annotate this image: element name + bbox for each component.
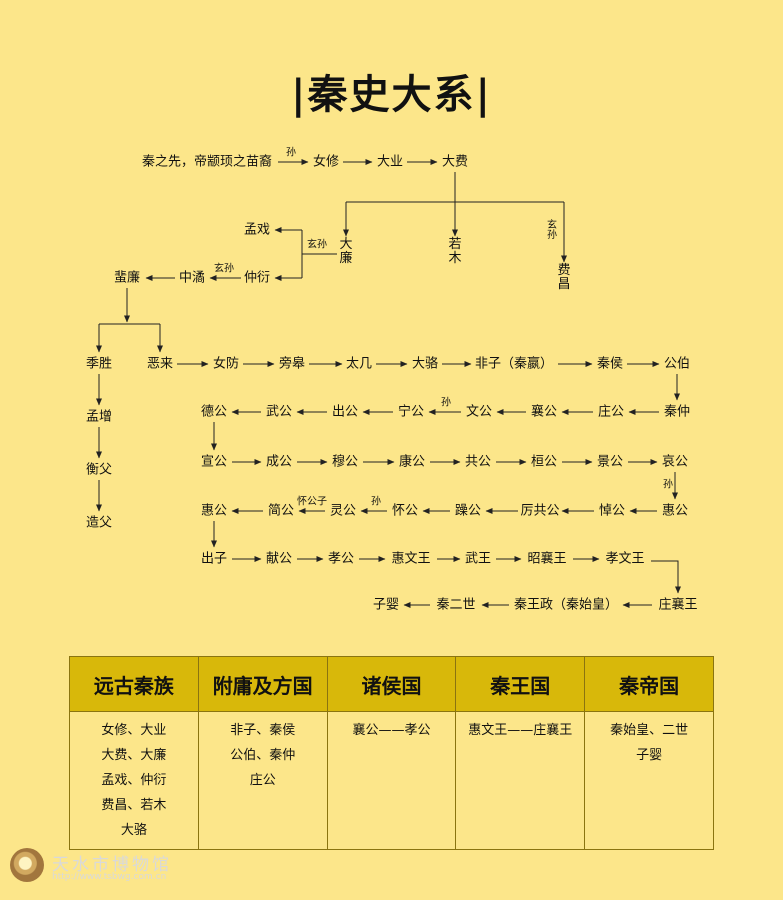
node-qinwangzheng: 秦王政（秦始皇） bbox=[513, 597, 619, 613]
edge-label-sun: 孙 bbox=[286, 147, 296, 159]
cell-line: 惠文王——庄襄王 bbox=[468, 723, 573, 738]
node-huaigong: 怀公 bbox=[391, 503, 419, 519]
node-jinggong: 景公 bbox=[596, 454, 624, 470]
node-ziying: 子婴 bbox=[372, 597, 400, 613]
node-qinzhong: 秦仲 bbox=[663, 404, 691, 420]
edge-label-xuansun-zhongjue: 玄孙 bbox=[214, 263, 234, 275]
watermark-url: http://www.tsbwg.com.cn bbox=[52, 872, 167, 882]
cell-line: 女修、大业 bbox=[101, 723, 167, 738]
node-feilian: 蜚廉 bbox=[113, 270, 141, 286]
node-wengong: 文公 bbox=[465, 404, 493, 420]
node-zhuanggong: 庄公 bbox=[597, 404, 625, 420]
node-linggong: 灵公 bbox=[329, 503, 357, 519]
node-xiangong: 献公 bbox=[265, 551, 293, 567]
node-taiji: 太几 bbox=[345, 356, 373, 372]
node-mugong: 穆公 bbox=[331, 454, 359, 470]
node-ninggong: 宁公 bbox=[397, 404, 425, 420]
node-xuangong: 宣公 bbox=[200, 454, 228, 470]
node-xiaowenwang: 孝文王 bbox=[605, 551, 645, 567]
cell-line: 孟戏、仲衍 bbox=[101, 773, 167, 788]
cell-line: 庄公 bbox=[249, 773, 276, 788]
node-wuwang: 武王 bbox=[464, 551, 492, 567]
cell-line: 非子、秦侯 bbox=[230, 723, 296, 738]
cell-line: 费昌、若木 bbox=[101, 798, 167, 813]
node-gongbo: 公伯 bbox=[663, 356, 691, 372]
cell-line: 大费、大廉 bbox=[101, 748, 167, 763]
edge-xiaowenwang-zhuangxiangwang bbox=[651, 560, 681, 594]
cell-line: 子婴 bbox=[636, 748, 663, 763]
node-zaofu: 造父 bbox=[85, 515, 113, 531]
edge-label-sun-huaigong: 孙 bbox=[371, 496, 381, 508]
node-wugong: 武公 bbox=[265, 404, 293, 420]
cell-line: 秦始皇、二世 bbox=[610, 723, 689, 738]
node-zhongjue: 中潏 bbox=[178, 270, 206, 286]
stage-header-ancient: 远古秦族 bbox=[69, 656, 199, 712]
node-qinershi: 秦二世 bbox=[436, 597, 476, 613]
node-degong: 德公 bbox=[200, 404, 228, 420]
node-dafei: 大费 bbox=[441, 154, 469, 170]
stage-body-row: 女修、大业 大费、大廉 孟戏、仲衍 费昌、若木 大骆 非子、秦侯 公伯、秦仲 庄… bbox=[69, 711, 714, 850]
node-kanggong: 康公 bbox=[398, 454, 426, 470]
node-huiwenwang: 惠文王 bbox=[391, 551, 431, 567]
stage-cell-ancient: 女修、大业 大费、大廉 孟戏、仲衍 费昌、若木 大骆 bbox=[69, 711, 199, 850]
node-zhongyan: 仲衍 bbox=[243, 270, 271, 286]
node-mengxi: 孟戏 bbox=[243, 222, 271, 238]
node-zaogong: 躁公 bbox=[454, 503, 482, 519]
node-dalian: 大廉 bbox=[339, 237, 353, 266]
node-huigong1: 惠公 bbox=[200, 503, 228, 519]
edge-label-huaigongzi: 怀公子 bbox=[297, 496, 327, 508]
edge-label-xuansun-feichang: 玄孙 bbox=[547, 220, 557, 241]
node-daluo: 大骆 bbox=[411, 356, 439, 372]
node-zhaoxiangwang: 昭襄王 bbox=[527, 551, 567, 567]
cell-line: 大骆 bbox=[120, 823, 147, 838]
node-jiangong: 简公 bbox=[267, 503, 295, 519]
node-chuzi: 出子 bbox=[200, 551, 228, 567]
node-jisheng: 季胜 bbox=[85, 356, 113, 372]
node-mengzeng: 孟增 bbox=[85, 409, 113, 425]
diagram-title: |秦史大系| bbox=[290, 71, 493, 118]
stage-header-kingdom: 秦王国 bbox=[455, 656, 586, 712]
node-nvxiu: 女修 bbox=[312, 154, 340, 170]
node-huigong2: 惠公 bbox=[661, 503, 689, 519]
node-nvfang: 女防 bbox=[212, 356, 240, 372]
node-qinhou: 秦侯 bbox=[596, 356, 624, 372]
node-chugong: 出公 bbox=[331, 404, 359, 420]
node-huangong: 桓公 bbox=[530, 454, 558, 470]
node-aigong: 哀公 bbox=[661, 454, 689, 470]
stage-header-row: 远古秦族 附庸及方国 诸侯国 秦王国 秦帝国 bbox=[69, 656, 714, 712]
node-elai: 恶来 bbox=[146, 356, 174, 372]
node-panggao: 旁皋 bbox=[278, 356, 306, 372]
node-daogong: 悼公 bbox=[598, 503, 626, 519]
node-feizi: 非子（秦嬴） bbox=[474, 356, 554, 372]
node-xiaogong: 孝公 bbox=[327, 551, 355, 567]
museum-logo-icon bbox=[10, 848, 44, 882]
node-hengfu: 衡父 bbox=[85, 462, 113, 478]
cell-line: 公伯、秦仲 bbox=[230, 748, 296, 763]
node-ligonggong: 厉共公 bbox=[520, 503, 560, 519]
stage-header-feudal: 诸侯国 bbox=[326, 656, 457, 712]
node-daye: 大业 bbox=[376, 154, 404, 170]
node-feichang: 费昌 bbox=[557, 263, 571, 292]
cell-line: 襄公——孝公 bbox=[352, 723, 431, 738]
edge-label-xuansun-dalian: 玄孙 bbox=[307, 239, 327, 251]
stage-header-vassal: 附庸及方国 bbox=[197, 656, 328, 712]
node-xianggong: 襄公 bbox=[530, 404, 558, 420]
node-zhuangxiangwang: 庄襄王 bbox=[658, 597, 698, 613]
stage-cell-empire: 秦始皇、二世 子婴 bbox=[584, 711, 714, 850]
edge-label-sun-wengong: 孙 bbox=[441, 397, 451, 409]
stage-cell-vassal: 非子、秦侯 公伯、秦仲 庄公 bbox=[197, 711, 328, 850]
watermark-name: 天水市博物馆 bbox=[52, 855, 172, 875]
node-chenggong: 成公 bbox=[265, 454, 293, 470]
stage-table: 远古秦族 附庸及方国 诸侯国 秦王国 秦帝国 女修、大业 大费、大廉 孟戏、仲衍… bbox=[69, 656, 714, 850]
node-gonggong: 共公 bbox=[464, 454, 492, 470]
stage-cell-feudal: 襄公——孝公 bbox=[326, 711, 457, 850]
node-ruomu: 若木 bbox=[448, 237, 462, 266]
stage-header-empire: 秦帝国 bbox=[584, 656, 714, 712]
stage-cell-kingdom: 惠文王——庄襄王 bbox=[455, 711, 586, 850]
node-qinzhixian: 秦之先，帝颛顼之苗裔 bbox=[141, 154, 273, 170]
edge-label-sun-aigong: 孙 bbox=[663, 479, 673, 491]
